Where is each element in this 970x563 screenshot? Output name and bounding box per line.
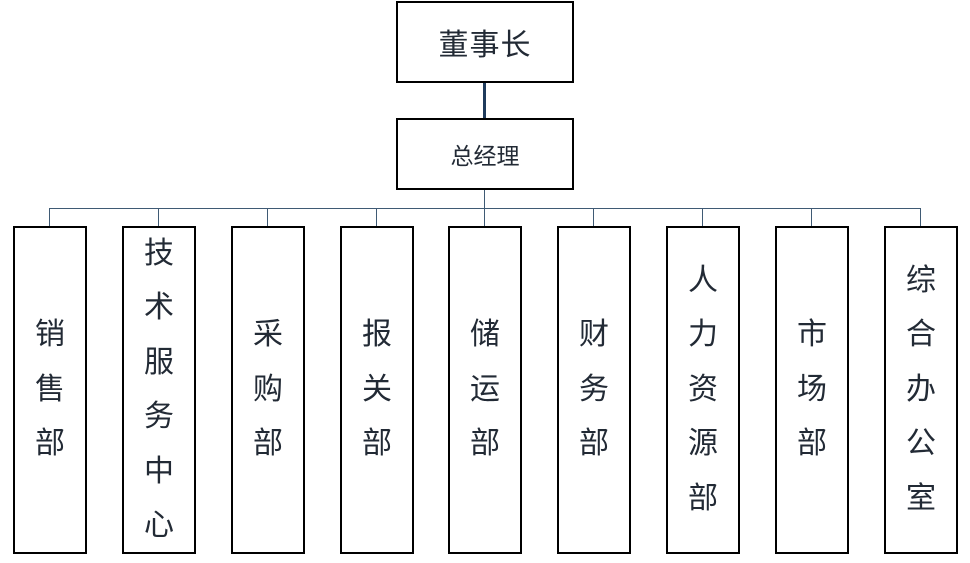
department-box: 采购部 [231, 226, 305, 554]
department-drop-connector [920, 208, 921, 226]
department-drop-connector [702, 208, 703, 226]
department-label: 报关部 [362, 317, 392, 462]
department-label: 财务部 [579, 317, 609, 462]
chairman-box: 董事长 [396, 1, 574, 83]
department-box: 财务部 [557, 226, 631, 554]
department-drop-connector [49, 208, 50, 226]
department-box: 人力资源部 [666, 226, 740, 554]
department-box: 报关部 [340, 226, 414, 554]
department-label: 综合办公室 [906, 262, 936, 516]
department-box: 综合办公室 [884, 226, 958, 554]
department-drop-connector [811, 208, 812, 226]
department-drop-connector [484, 208, 485, 226]
department-box: 储运部 [448, 226, 522, 554]
department-box: 技术服务中心 [122, 226, 196, 554]
general-manager-label: 总经理 [450, 144, 520, 170]
department-label: 技术服务中心 [144, 235, 174, 544]
department-label: 人力资源部 [688, 262, 718, 516]
department-box: 销售部 [13, 226, 87, 554]
department-label: 市场部 [797, 317, 827, 462]
department-drop-connector [376, 208, 377, 226]
department-label: 销售部 [35, 317, 65, 462]
department-drop-connector [158, 208, 159, 226]
department-box: 市场部 [775, 226, 849, 554]
gm-down-connector [484, 190, 485, 208]
department-bus-line [49, 208, 921, 209]
department-label: 储运部 [470, 317, 500, 462]
department-drop-connector [593, 208, 594, 226]
general-manager-box: 总经理 [396, 118, 574, 190]
chairman-to-gm-connector [483, 83, 486, 118]
chairman-label: 董事长 [438, 28, 532, 63]
department-drop-connector [267, 208, 268, 226]
department-label: 采购部 [253, 317, 283, 462]
